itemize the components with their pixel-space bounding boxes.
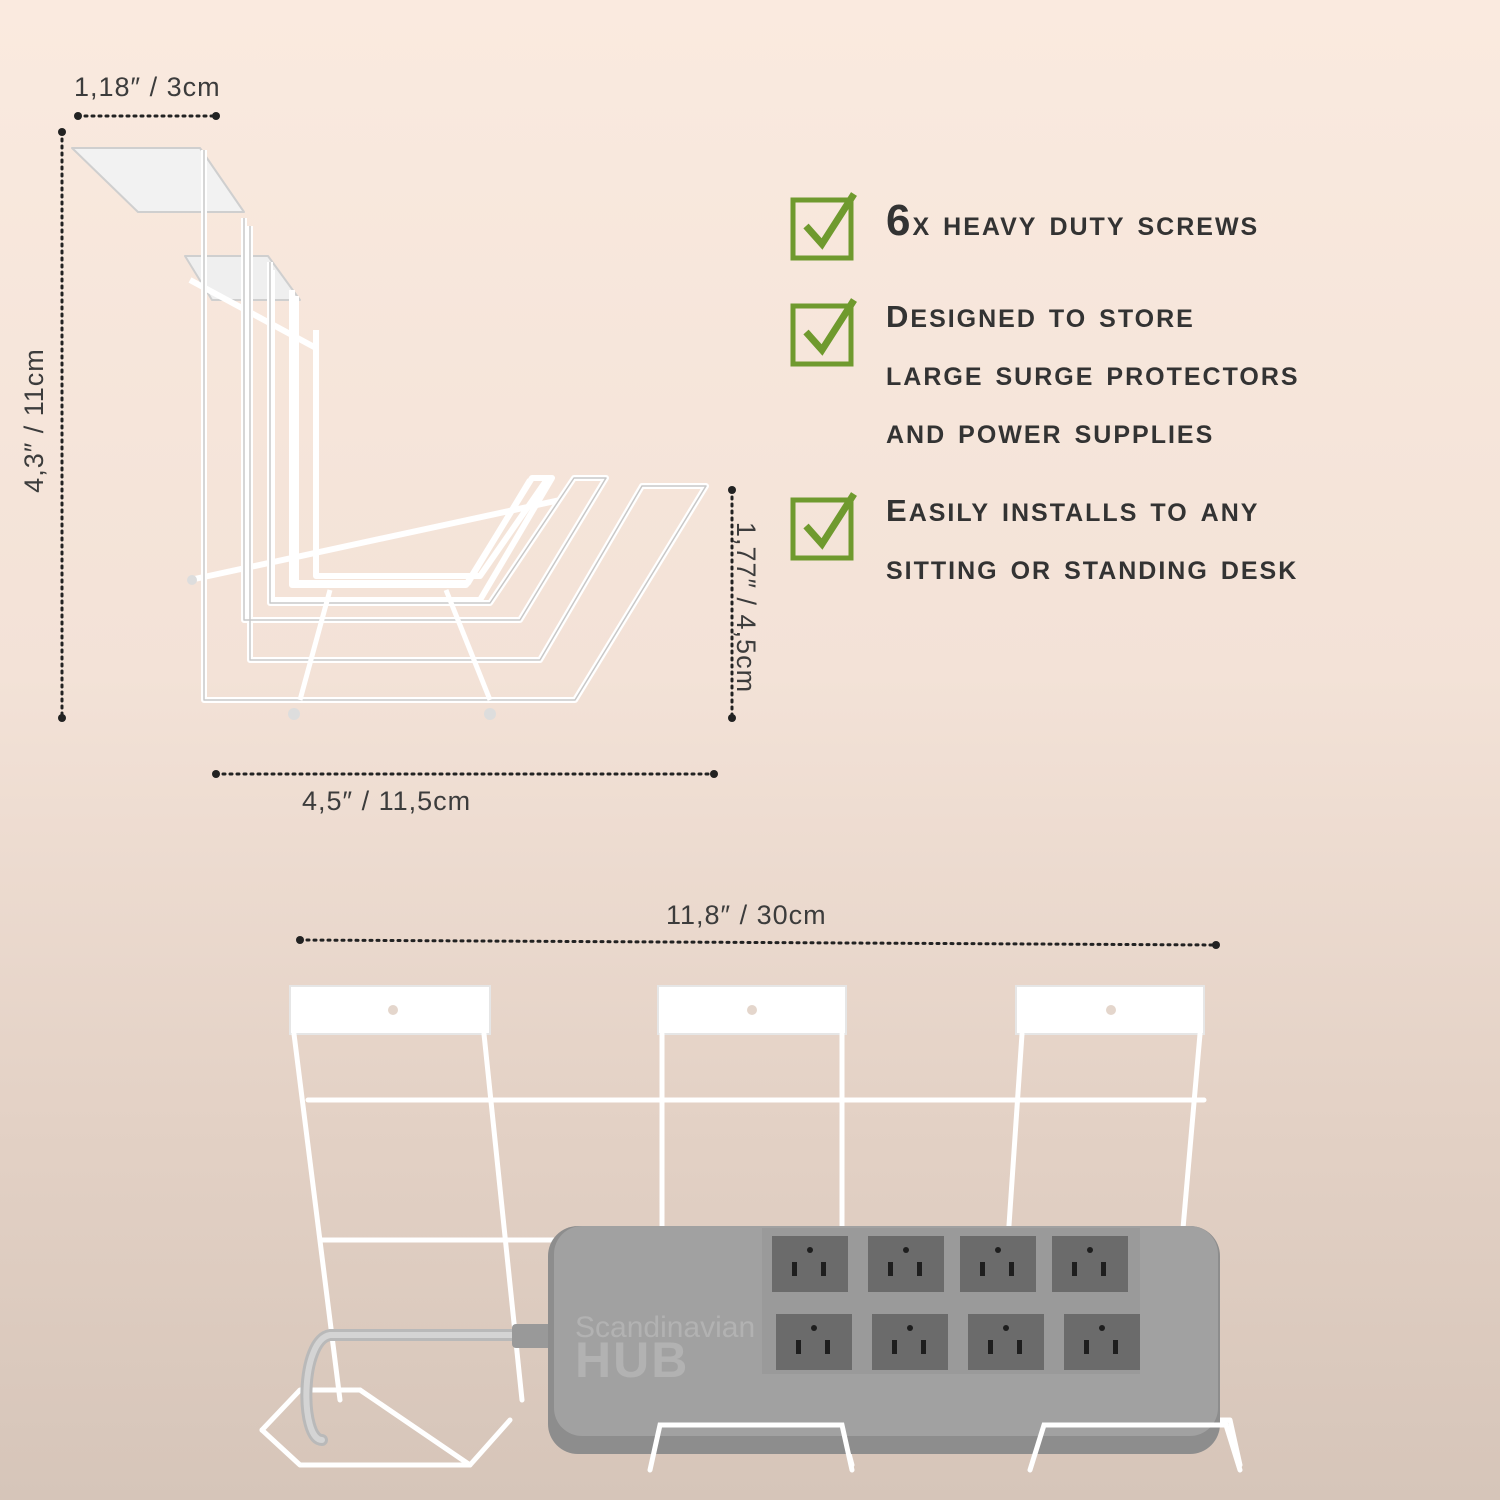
- feature-line: sitting or standing desk: [886, 546, 1299, 587]
- power-strip: [300, 1226, 1220, 1454]
- checkbox-check-icon: [790, 298, 857, 367]
- feature-item: Designed to store large surge protectors…: [790, 288, 1300, 460]
- dimension-depth-width: 4,5″ / 11,5cm: [302, 786, 472, 816]
- feature-item: 6x heavy duty screws: [790, 190, 1259, 262]
- dimension-lines: [60, 114, 1218, 947]
- dimension-length: 11,8″ / 30cm: [666, 900, 827, 930]
- feature-line: Designed to store: [886, 288, 1195, 337]
- watermark-logo-text: HUB: [575, 1332, 690, 1388]
- feature-line: large surge protectors: [886, 352, 1300, 393]
- dimension-top-width: 1,18″ / 3cm: [74, 72, 221, 102]
- dimension-height: 4,3″ / 11cm: [18, 348, 49, 493]
- dimension-depth-height: 1,77″ / 4,5cm: [731, 521, 762, 694]
- feature-line: Easily installs to any: [886, 482, 1260, 531]
- side-view-bracket: [71, 147, 709, 703]
- front-view-tray: [259, 985, 1243, 1473]
- feature-item: Easily installs to any sitting or standi…: [790, 482, 1298, 596]
- watermark-line: Scandinavian: [575, 1311, 756, 1344]
- feature-line: and power supplies: [886, 410, 1215, 451]
- brand-watermark: Scandinavian HUB: [575, 1311, 756, 1388]
- feature-text: Easily installs to any sitting or standi…: [886, 478, 1298, 596]
- checkbox-check-icon: [790, 192, 857, 261]
- checkbox-check-icon: [790, 492, 857, 561]
- feature-text: Designed to store large surge protectors…: [886, 284, 1300, 460]
- feature-text: 6x heavy duty screws: [886, 192, 1259, 252]
- feature-line: 6x heavy duty screws: [886, 196, 1260, 245]
